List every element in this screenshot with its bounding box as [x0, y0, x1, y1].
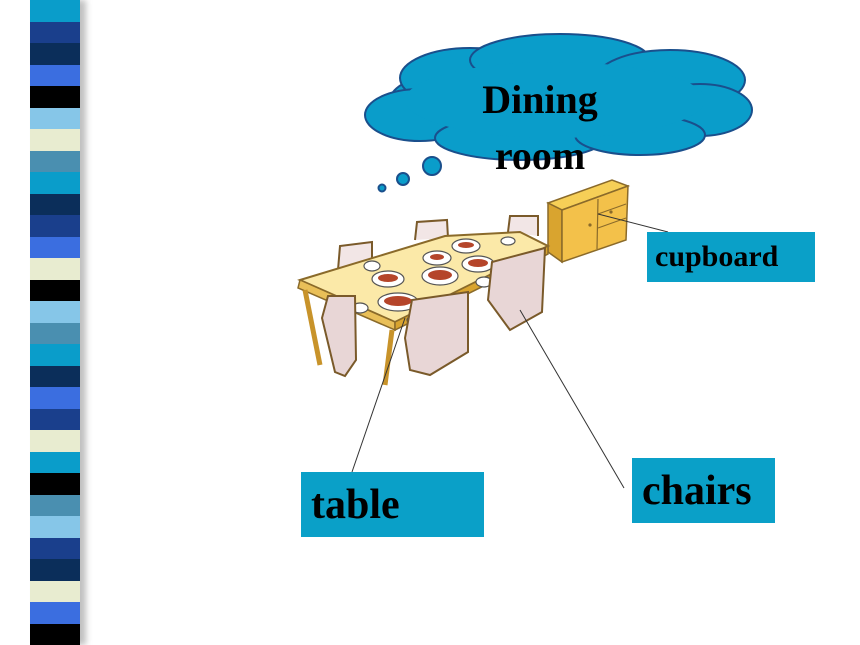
stripe: [30, 21, 80, 43]
stripe: [30, 301, 80, 323]
stripe: [30, 150, 80, 172]
thought-cloud: [364, 33, 753, 193]
stripe: [30, 107, 80, 129]
cloud-title: Dining room: [482, 77, 598, 178]
table-label: table: [301, 472, 484, 537]
stripe: [30, 623, 80, 645]
table-drawing: [297, 215, 551, 386]
stripe: [30, 602, 80, 624]
stripe: [30, 43, 80, 65]
stripe: [30, 365, 80, 387]
stripe: [30, 129, 80, 151]
stripe: [30, 580, 80, 602]
stripe: [30, 494, 80, 516]
stripe: [30, 430, 80, 452]
cupboard-label-text: cupboard: [655, 240, 779, 273]
cupboard-label: cupboard: [647, 232, 815, 282]
stripe: [30, 172, 80, 194]
stripe: [30, 215, 80, 237]
stripe: [30, 516, 80, 538]
stripe: [30, 473, 80, 495]
stripe: [30, 322, 80, 344]
table-label-text: table: [311, 481, 400, 528]
stripe: [30, 387, 80, 409]
stripe: [30, 537, 80, 559]
pointer-lines: [351, 213, 669, 489]
stripe: [30, 408, 80, 430]
decorative-stripe-bar: [30, 0, 80, 645]
chairs-label-text: chairs: [642, 467, 752, 514]
stripe: [30, 559, 80, 581]
stripe: [30, 451, 80, 473]
stripe: [30, 86, 80, 108]
chairs-label: chairs: [632, 458, 775, 523]
stripe: [30, 64, 80, 86]
stripe: [30, 193, 80, 215]
stripe: [30, 279, 80, 301]
cupboard-drawing: [546, 179, 631, 264]
stripe: [30, 236, 80, 258]
stripe: [30, 344, 80, 366]
stripe: [30, 258, 80, 280]
stripe: [30, 0, 80, 22]
